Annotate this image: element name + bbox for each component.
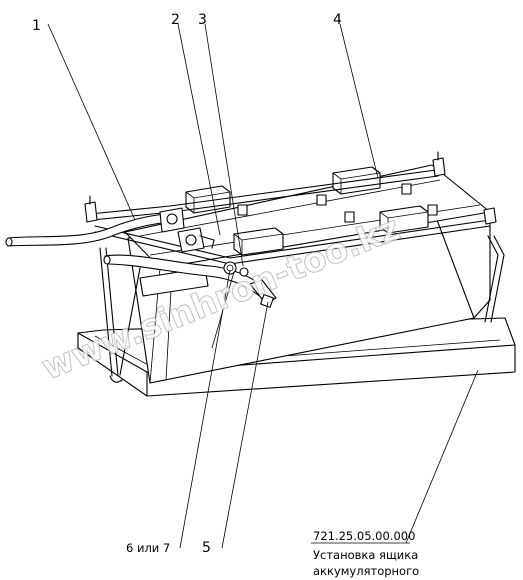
callout-4: 4	[333, 12, 342, 28]
callout-1: 1	[32, 18, 41, 34]
callout-3: 3	[198, 12, 207, 28]
callout-6-or-7: 6 или 7	[126, 541, 170, 555]
caption-line-2: аккумуляторного	[313, 564, 419, 578]
caption-line-1: Установка ящика	[313, 548, 418, 562]
callout-5: 5	[202, 540, 211, 556]
terminals	[84, 151, 497, 383]
callout-2: 2	[171, 12, 180, 28]
cell-caps	[185, 166, 438, 256]
leader-lines	[47, 23, 479, 549]
drawing-code: 721.25.05.00.000	[313, 529, 415, 543]
